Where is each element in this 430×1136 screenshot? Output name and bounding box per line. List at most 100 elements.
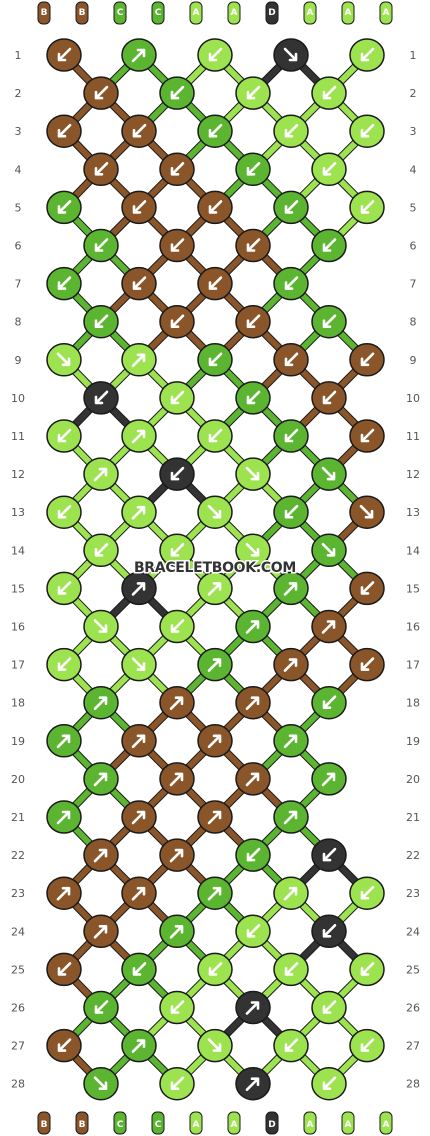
knot (349, 38, 385, 72)
arrow-icon (57, 581, 72, 595)
strand-bottom-cap (75, 1111, 89, 1135)
arrow-icon (207, 734, 222, 749)
arrow-icon (321, 620, 336, 634)
arrow-icon (169, 772, 184, 787)
knot (235, 381, 271, 415)
strand-top-cap (379, 1, 393, 25)
arrow-icon (132, 276, 147, 290)
arrow-icon (208, 200, 223, 214)
row-number-right: 2 (410, 87, 417, 100)
arrow-icon (132, 962, 147, 976)
arrow-icon (57, 962, 72, 976)
strand-top-label: A (345, 8, 352, 18)
row-number-left: 14 (11, 544, 25, 557)
knot (159, 304, 195, 339)
knot (121, 800, 157, 834)
knot (159, 152, 195, 187)
knot (83, 304, 119, 339)
knot (46, 876, 82, 910)
knot (197, 800, 233, 834)
row-number-right: 27 (406, 1040, 420, 1053)
knot (349, 114, 385, 148)
knot (83, 990, 119, 1025)
knot (121, 190, 157, 225)
row-number-right: 21 (406, 811, 420, 824)
knot (349, 952, 385, 987)
knot (311, 304, 347, 339)
arrow-icon (321, 772, 336, 787)
knot (159, 990, 195, 1025)
knot (311, 381, 347, 415)
arrow-icon (94, 1000, 109, 1014)
arrow-icon (245, 620, 260, 634)
row-number-right: 3 (410, 125, 417, 138)
arrow-icon (56, 352, 71, 367)
arrow-icon (360, 47, 375, 62)
knot (311, 152, 347, 187)
row-number-right: 5 (410, 201, 417, 214)
strand-top-cap (265, 1, 279, 25)
knot (311, 838, 347, 872)
arrow-icon (131, 886, 146, 901)
row-number-left: 24 (11, 925, 25, 938)
arrow-icon (283, 658, 298, 672)
knot (273, 952, 309, 987)
knot (349, 419, 385, 453)
knot (159, 381, 195, 415)
row-number-left: 9 (15, 354, 22, 367)
strand-top-cap (151, 1, 165, 25)
arrow-icon (93, 1076, 108, 1090)
knot (273, 1028, 309, 1063)
arrow-icon (246, 314, 261, 329)
arrow-icon (94, 162, 109, 176)
knot (159, 685, 195, 720)
row-number-left: 16 (11, 621, 25, 634)
knot (311, 685, 347, 720)
knot (197, 38, 233, 72)
arrow-icon (207, 1038, 222, 1052)
row-number-left: 22 (11, 849, 25, 862)
knot (273, 647, 309, 682)
row-number-right: 25 (406, 963, 420, 976)
knot (235, 304, 271, 339)
arrow-icon (283, 582, 298, 596)
row-number-right: 16 (406, 621, 420, 634)
arrow-icon (170, 390, 185, 405)
knot (83, 609, 119, 644)
knot (159, 76, 195, 110)
knot (235, 533, 271, 568)
knot (311, 533, 347, 568)
arrow-icon (245, 542, 260, 557)
knot (83, 914, 119, 949)
row-number-left: 18 (11, 697, 25, 710)
row-number-left: 12 (11, 468, 25, 481)
arrow-icon (131, 505, 146, 520)
knot (197, 1028, 233, 1063)
arrow-icon (360, 428, 375, 443)
knot (311, 1066, 347, 1101)
arrow-icon (170, 162, 185, 176)
arrow-icon (57, 123, 72, 138)
strand-bottom-cap (151, 1111, 165, 1135)
arrow-icon (131, 48, 146, 63)
strand-bottom-cap (189, 1111, 203, 1135)
arrow-icon (131, 1039, 146, 1053)
strand-top-cap (227, 1, 241, 25)
row-number-right: 15 (406, 582, 420, 595)
strand-bottom-label: A (383, 1120, 390, 1130)
knot (235, 76, 271, 110)
knot (235, 762, 271, 796)
knot (235, 990, 271, 1025)
knot (273, 800, 309, 834)
arrow-icon (322, 390, 337, 405)
arrow-icon (360, 885, 375, 900)
knot (159, 1066, 195, 1101)
arrow-icon (94, 542, 109, 557)
knot (46, 724, 82, 758)
arrow-icon (56, 810, 71, 825)
knot (349, 190, 385, 225)
knot (197, 495, 233, 529)
strand-top-cap (37, 1, 51, 25)
row-number-left: 5 (15, 201, 22, 214)
